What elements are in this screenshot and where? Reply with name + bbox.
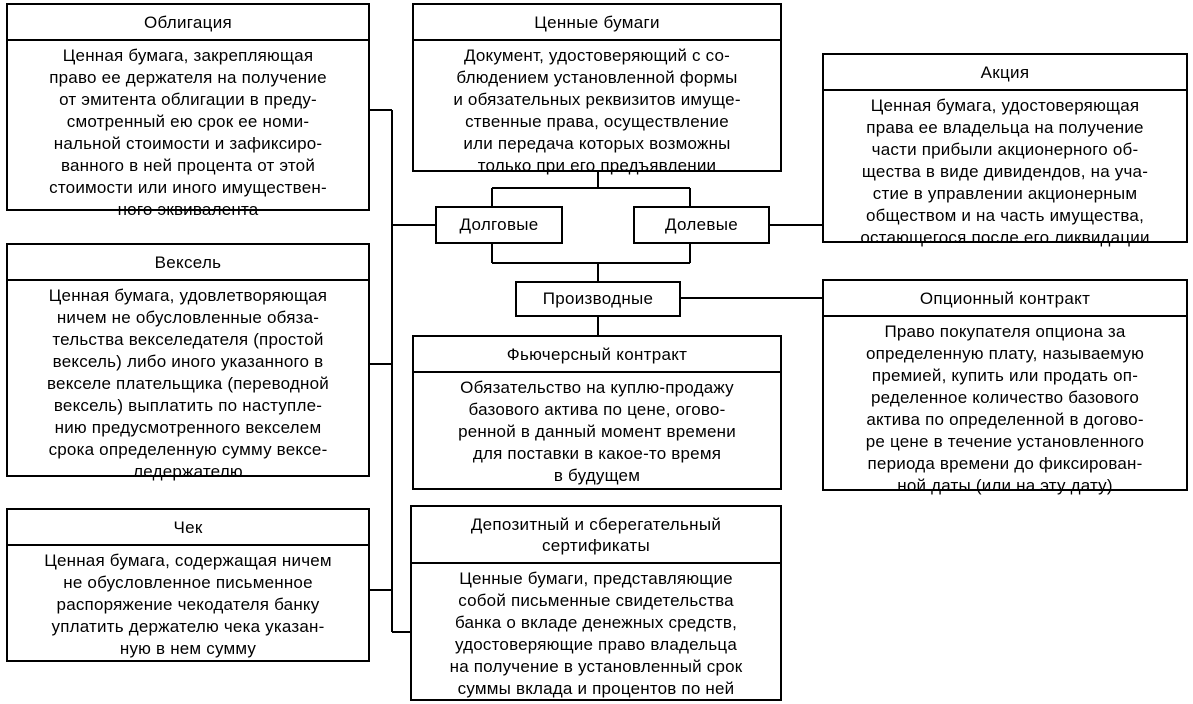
- obligation-text: Ценная бумага, закрепляющая право ее дер…: [49, 46, 327, 219]
- share-title: Акция: [824, 55, 1186, 91]
- securities-title: Ценные бумаги: [414, 5, 780, 41]
- certificate-title: Депозитный и сберегательный сертификаты: [412, 507, 780, 564]
- share-text: Ценная бумага, удостоверяющая права ее в…: [860, 96, 1150, 247]
- securities-text: Документ, удостоверяющий с со- блюдением…: [453, 46, 741, 175]
- option-box: Опционный контракт Право покупателя опци…: [822, 279, 1188, 495]
- cheque-box: Чек Ценная бумага, содержащая ничем не о…: [6, 508, 370, 662]
- derivative-category-label: Производные: [515, 281, 681, 317]
- certificate-box: Депозитный и сберегательный сертификаты …: [410, 505, 782, 701]
- debt-category-label: Долговые: [435, 206, 563, 244]
- bill-text: Ценная бумага, удовлетворяющая ничем не …: [47, 286, 329, 481]
- cheque-text: Ценная бумага, содержащая ничем не обусл…: [44, 551, 332, 658]
- equity-category-label: Долевые: [633, 206, 770, 244]
- securities-box: Ценные бумаги Документ, удостоверяющий с…: [412, 3, 782, 175]
- futures-box: Фьючерсный контракт Обязательство на куп…: [412, 335, 782, 490]
- obligation-box: Облигация Ценная бумага, закрепляющая пр…: [6, 3, 370, 219]
- bill-title: Вексель: [8, 245, 368, 281]
- option-title: Опционный контракт: [824, 281, 1186, 317]
- cheque-title: Чек: [8, 510, 368, 546]
- certificate-text: Ценные бумаги, представляющие собой пись…: [449, 569, 743, 698]
- option-text: Право покупателя опциона за определенную…: [865, 322, 1145, 495]
- bill-box: Вексель Ценная бумага, удовлетворяющая н…: [6, 243, 370, 481]
- obligation-title: Облигация: [8, 5, 368, 41]
- futures-text: Обязательство на куплю-продажу базового …: [458, 378, 736, 485]
- futures-title: Фьючерсный контракт: [414, 337, 780, 373]
- share-box: Акция Ценная бумага, удостоверяющая прав…: [822, 53, 1188, 247]
